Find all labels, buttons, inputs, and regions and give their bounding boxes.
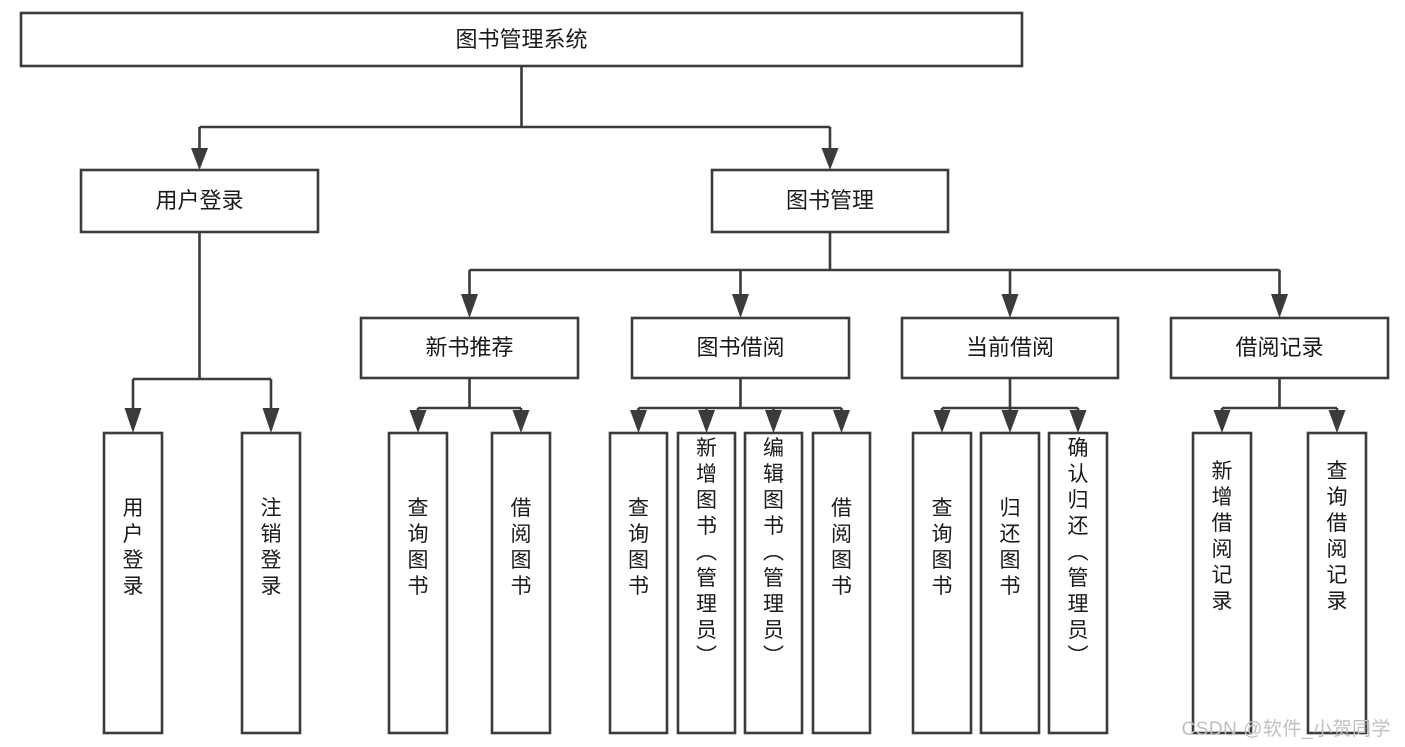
leaf-node-user-login[interactable]: 用户登录 — [102, 431, 164, 735]
connector-group-new-book-recommend — [409, 378, 530, 433]
arrow-ul-to-leaf-1 — [124, 408, 142, 433]
leaf-node-borrow-book-2[interactable]: 借阅图书 — [811, 431, 872, 735]
arrow-bb-to-leaf-1 — [630, 410, 647, 433]
arrow-cb-to-leaf-1 — [933, 410, 951, 433]
connector-group-borrow-record — [1213, 378, 1346, 433]
leaf-borrow-book-2-box[interactable] — [811, 431, 872, 735]
leaf-node-add-record[interactable]: 新增借阅记录 — [1191, 431, 1253, 735]
node-new-book-recommend-box[interactable] — [359, 316, 580, 380]
node-user-login-label: 用户登录 — [155, 188, 243, 213]
node-borrow-record-label: 借阅记录 — [1235, 335, 1323, 360]
leaf-query-book-3-label: 查询图书 — [932, 497, 953, 598]
leaf-user-login-box[interactable] — [102, 431, 164, 735]
arrow-nbr-to-leaf-2 — [512, 410, 530, 433]
node-book-borrow-label: 图书借阅 — [696, 335, 784, 360]
leaf-query-book-2-label: 查询图书 — [628, 497, 649, 598]
leaf-query-record-box[interactable] — [1306, 431, 1368, 735]
arrow-bb-to-leaf-4 — [833, 410, 850, 433]
arrow-root-to-book-management — [821, 148, 839, 170]
leaf-user-login-label: 用户登录 — [123, 497, 144, 598]
leaf-borrow-book-1-label: 借阅图书 — [511, 497, 532, 598]
leaf-node-borrow-book-1[interactable]: 借阅图书 — [490, 431, 552, 735]
leaf-node-return-book[interactable]: 归还图书 — [979, 431, 1041, 735]
csdn-watermark: CSDN @软件_小贺同学 — [1181, 719, 1391, 740]
arrow-br-to-leaf-2 — [1328, 410, 1346, 433]
leaf-borrow-book-2-label: 借阅图书 — [831, 497, 852, 598]
leaf-logout-label: 注销登录 — [261, 497, 282, 598]
arrow-cb-to-leaf-3 — [1069, 410, 1087, 433]
leaf-query-book-1-box[interactable] — [387, 431, 449, 735]
node-current-borrow-label: 当前借阅 — [966, 335, 1054, 360]
arrow-ul-to-leaf-2 — [262, 408, 280, 433]
node-borrow-record[interactable]: 借阅记录 — [1169, 316, 1390, 380]
connector-group-book-borrow — [630, 378, 850, 433]
leaf-node-add-book[interactable]: 新增图书︵管理员︶ — [676, 431, 737, 735]
leaf-node-query-record[interactable]: 查询借阅记录 — [1306, 431, 1368, 735]
node-book-management-box[interactable] — [710, 168, 950, 234]
node-borrow-record-box[interactable] — [1169, 316, 1390, 380]
leaf-node-query-book-1[interactable]: 查询图书 — [387, 431, 449, 735]
leaf-query-book-2-box[interactable] — [608, 431, 669, 735]
arrow-bb-to-leaf-3 — [765, 410, 782, 433]
node-root-label: 图书管理系统 — [455, 27, 587, 52]
leaf-return-book-box[interactable] — [979, 431, 1041, 735]
connector-group-user-login — [124, 232, 280, 433]
connector-group-current-borrow — [933, 378, 1087, 433]
arrow-root-to-user-login — [191, 148, 208, 170]
node-user-login[interactable]: 用户登录 — [79, 168, 320, 234]
arrow-bm-to-record — [1271, 294, 1288, 318]
leaf-edit-book-box[interactable] — [743, 431, 804, 735]
node-root-system[interactable]: 图书管理系统 — [19, 11, 1024, 68]
leaf-edit-book-label: 编辑图书︵管理员︶ — [763, 437, 784, 668]
arrow-bb-to-leaf-2 — [698, 410, 715, 433]
leaf-node-query-book-2[interactable]: 查询图书 — [608, 431, 669, 735]
arrow-bm-to-borrow — [732, 294, 749, 318]
leaf-confirm-return-box[interactable] — [1047, 431, 1109, 735]
arrow-bm-to-recommend — [461, 294, 478, 318]
leaf-confirm-return-label: 确认归还︵管理员︶ — [1068, 437, 1089, 668]
arrow-nbr-to-leaf-1 — [409, 410, 427, 433]
arrow-br-to-leaf-1 — [1213, 410, 1231, 433]
leaf-query-book-1-label: 查询图书 — [408, 497, 429, 598]
node-root-box[interactable] — [19, 11, 1024, 68]
leaf-node-query-book-3[interactable]: 查询图书 — [911, 431, 973, 735]
node-new-book-recommend-label: 新书推荐 — [425, 335, 513, 360]
leaf-add-record-label: 新增借阅记录 — [1212, 460, 1233, 613]
leaf-add-record-box[interactable] — [1191, 431, 1253, 735]
arrow-cb-to-leaf-2 — [1001, 410, 1019, 433]
leaf-add-book-label: 新增图书︵管理员︶ — [696, 437, 717, 668]
connector-group-book-management — [461, 232, 1288, 318]
node-user-login-box[interactable] — [79, 168, 320, 234]
leaf-return-book-label: 归还图书 — [1000, 497, 1021, 598]
node-book-management[interactable]: 图书管理 — [710, 168, 950, 234]
node-current-borrow-box[interactable] — [900, 316, 1120, 380]
leaf-query-record-label: 查询借阅记录 — [1327, 460, 1348, 613]
leaf-node-confirm-return[interactable]: 确认归还︵管理员︶ — [1047, 431, 1109, 735]
node-new-book-recommend[interactable]: 新书推荐 — [359, 316, 580, 380]
leaf-node-edit-book[interactable]: 编辑图书︵管理员︶ — [743, 431, 804, 735]
node-book-borrow[interactable]: 图书借阅 — [630, 316, 851, 380]
node-current-borrow[interactable]: 当前借阅 — [900, 316, 1120, 380]
leaf-logout-box[interactable] — [240, 431, 302, 735]
leaf-add-book-box[interactable] — [676, 431, 737, 735]
leaf-query-book-3-box[interactable] — [911, 431, 973, 735]
arrow-bm-to-current — [1001, 294, 1019, 318]
node-book-borrow-box[interactable] — [630, 316, 851, 380]
leaf-borrow-book-1-box[interactable] — [490, 431, 552, 735]
connector-group-root — [191, 66, 839, 170]
leaf-node-logout[interactable]: 注销登录 — [240, 431, 302, 735]
node-book-management-label: 图书管理 — [786, 188, 874, 213]
